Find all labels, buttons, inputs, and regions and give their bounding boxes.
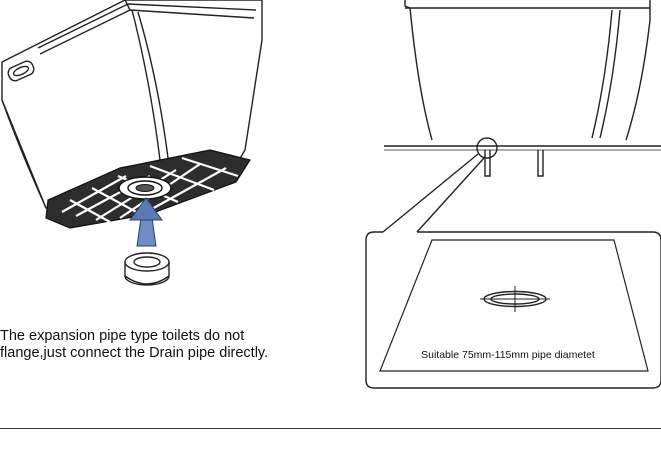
magnifier-circle xyxy=(476,137,498,159)
toilet-corner-curve xyxy=(124,0,131,11)
toilet-side-button xyxy=(7,60,35,82)
toilet-side-seam xyxy=(131,9,161,161)
drain-pipe-left xyxy=(484,150,491,177)
seal-ring xyxy=(124,252,170,286)
callout-box xyxy=(365,231,661,389)
toilet-side-button-inner xyxy=(12,65,30,77)
cross-section-illustration xyxy=(365,0,661,389)
seal-ring-hole xyxy=(133,256,161,268)
callout-pointer-2 xyxy=(416,157,485,233)
arrow-shaft xyxy=(136,217,157,247)
section-body-curve-2 xyxy=(599,9,621,139)
section-body-left xyxy=(404,0,433,141)
installation-note: The expansion pipe type toilets do not f… xyxy=(0,328,340,362)
bottom-divider xyxy=(0,428,661,429)
upward-arrow xyxy=(129,197,163,247)
note-line-2: flange,just connect the Drain pipe direc… xyxy=(0,345,269,361)
toilet-side-seam-2 xyxy=(137,11,169,159)
drain-pipe-right xyxy=(537,150,544,177)
section-body-right xyxy=(625,0,651,141)
note-line-1: The expansion pipe type toilets do not xyxy=(0,328,245,344)
floor-plan-trapezoid xyxy=(379,239,649,372)
pipe-diameter-label: Suitable 75mm-115mm pipe diametet xyxy=(421,349,595,361)
toilet-base-frame xyxy=(45,149,251,229)
arrow-head xyxy=(129,197,163,221)
outlet-ring-middle xyxy=(127,180,163,196)
callout-pointer-1 xyxy=(382,153,479,233)
toilet-front-curve xyxy=(1,99,47,209)
section-body-curve-1 xyxy=(591,9,613,139)
toilet-top-edge xyxy=(37,3,257,49)
outlet-ring-inner xyxy=(135,184,155,192)
